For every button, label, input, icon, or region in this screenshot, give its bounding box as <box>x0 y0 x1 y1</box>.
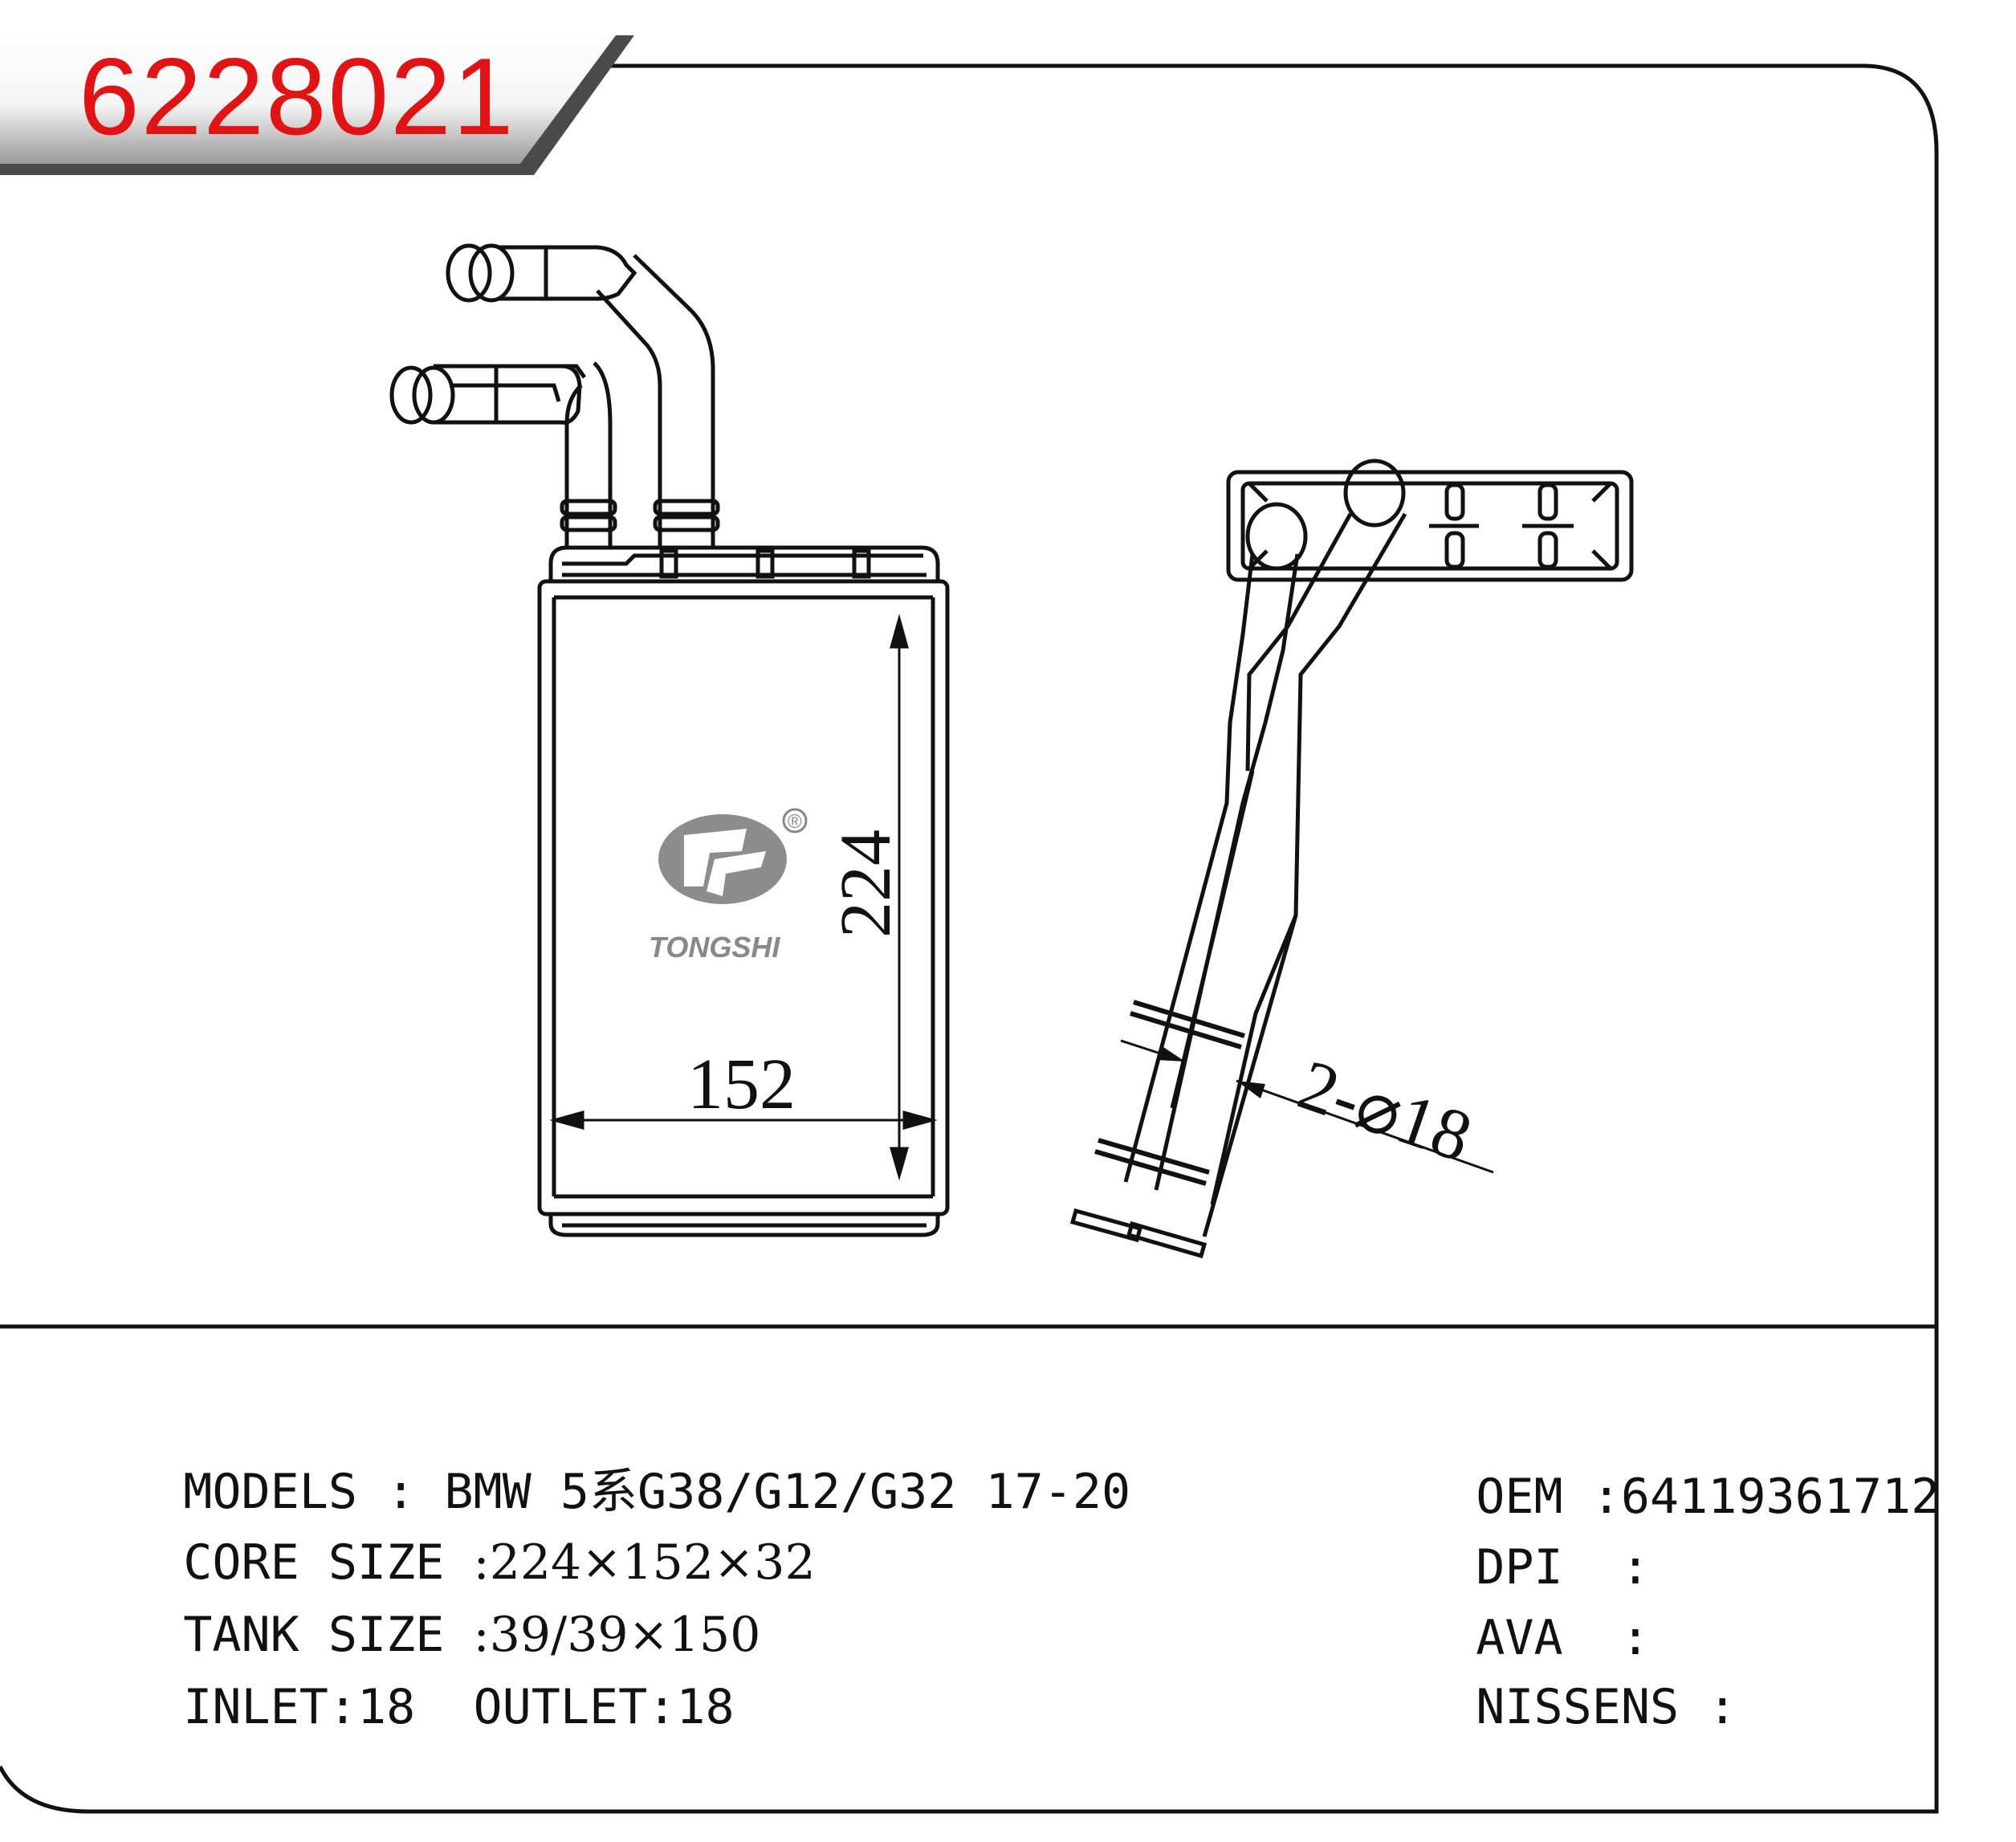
nissens-row: NISSENS : <box>1418 1635 1737 1731</box>
dpi-row: DPI : <box>1418 1495 1650 1591</box>
tongshi-logo: TONGSHI ® <box>649 808 808 964</box>
dpi-value: : <box>1620 1539 1650 1595</box>
outlet-label: OUTLET <box>473 1679 648 1735</box>
inlet-value: :18 <box>328 1679 416 1735</box>
width-dimension-label: 152 <box>687 1045 796 1124</box>
models-value: BMW 5系G38/G12/G32 17-20 <box>444 1464 1131 1520</box>
core-size-value: :224×152×32 <box>473 1534 816 1591</box>
part-number-badge <box>0 32 634 175</box>
inlet-outlet-row: INLET:18 OUTLET:18 <box>125 1635 734 1731</box>
part-number: 6228021 <box>79 35 515 157</box>
registered-mark: ® <box>788 811 802 833</box>
dimension-lines <box>549 613 938 1181</box>
core-size-label: CORE SIZE <box>183 1534 445 1591</box>
tank-size-label: TANK SIZE <box>183 1607 445 1663</box>
core-size-row: CORE SIZE :224×152×32 <box>125 1490 815 1587</box>
nissens-label: NISSENS <box>1476 1679 1680 1735</box>
outlet-value: :18 <box>647 1679 735 1735</box>
logo-brand-text: TONGSHI <box>649 931 780 964</box>
pipe-diameter-callout: 2-⌀18 <box>1289 1045 1480 1177</box>
tank-size-value: :39/39×150 <box>473 1607 761 1663</box>
sheet-frame <box>0 63 1939 1814</box>
dpi-label: DPI <box>1476 1539 1563 1595</box>
ava-value: : <box>1620 1610 1650 1666</box>
tank-size-row: TANK SIZE :39/39×150 <box>125 1563 760 1659</box>
models-row: MODELS : BMW 5系G38/G12/G32 17-20 <box>183 1464 1131 1520</box>
nissens-value: : <box>1708 1679 1737 1735</box>
oem-row: OEM :64119361712 <box>1418 1424 1940 1521</box>
heater-core-side-view <box>1069 458 1634 1259</box>
models-label: MODELS <box>183 1464 357 1520</box>
height-dimension-label: 224 <box>826 829 906 938</box>
oem-value: :64119361712 <box>1591 1469 1941 1525</box>
inlet-label: INLET <box>183 1679 328 1735</box>
ava-row: AVA : <box>1418 1566 1650 1662</box>
oem-label: OEM <box>1476 1469 1563 1525</box>
ava-label: AVA <box>1476 1610 1563 1666</box>
heater-core-front-view <box>389 243 950 1237</box>
